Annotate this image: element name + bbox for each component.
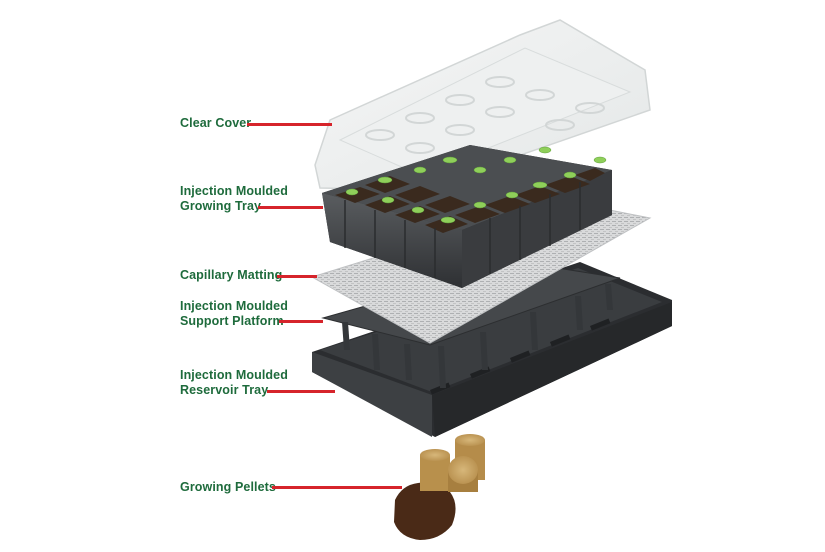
leader-line-reservoir-tray (267, 390, 335, 393)
label-growing-pellets: Growing Pellets (180, 480, 276, 494)
label-reservoir-tray: Injection Moulded Reservoir Tray (180, 368, 288, 397)
growing-tray-shape (322, 145, 612, 288)
leader-line-growing-pellets (272, 486, 402, 489)
leader-line-capillary-matting (277, 275, 317, 278)
label-capillary-matting: Capillary Matting (180, 268, 283, 282)
clear-cover-shape (314, 19, 651, 191)
leader-line-growing-tray (258, 206, 323, 209)
leader-line-support-platform (279, 320, 323, 323)
label-growing-tray: Injection Moulded Growing Tray (180, 184, 288, 213)
label-support-platform: Injection Moulded Support Platform (180, 299, 288, 328)
label-clear-cover: Clear Cover (180, 116, 252, 130)
leader-line-clear-cover (247, 123, 332, 126)
growing-pellets-shape (394, 434, 485, 540)
